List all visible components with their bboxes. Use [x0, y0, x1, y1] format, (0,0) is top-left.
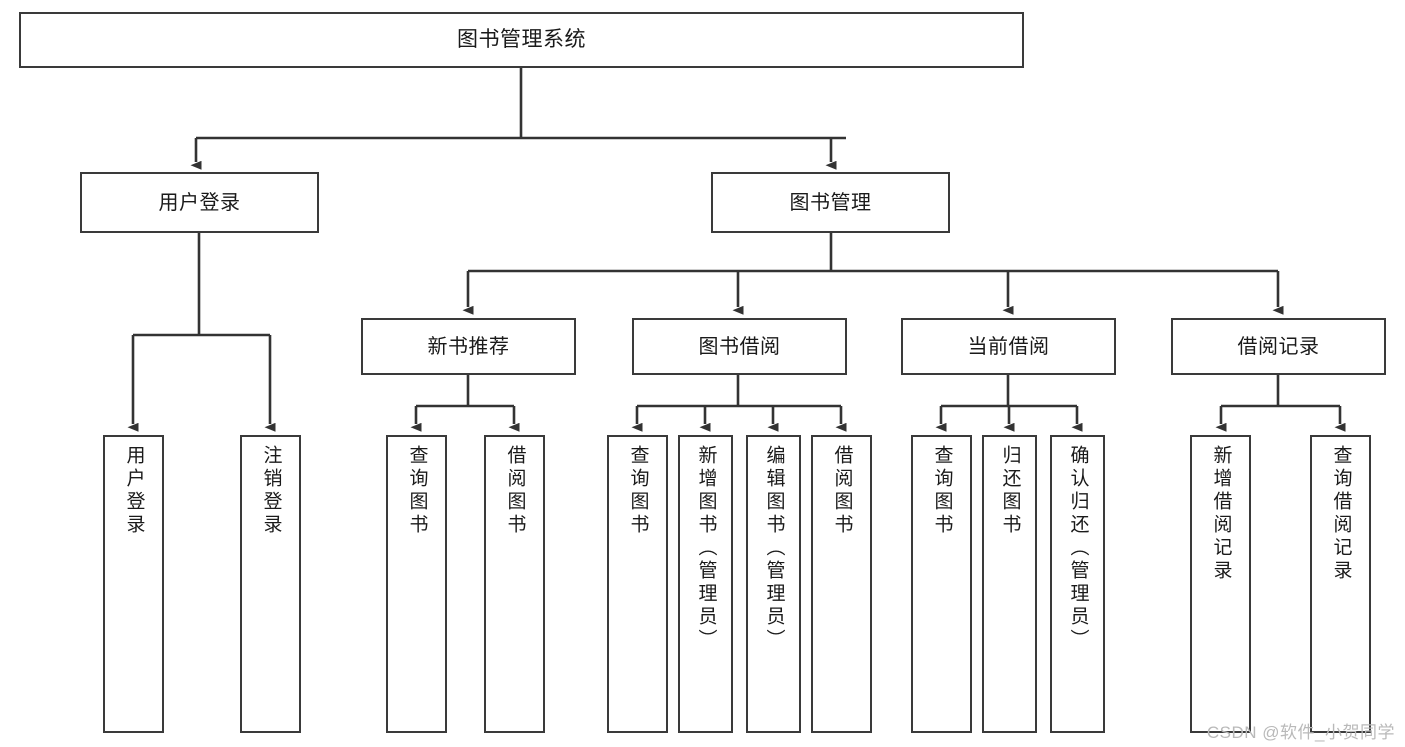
- leaf-borrow-record-add-label: 新增借阅记录: [1210, 445, 1232, 583]
- leaf-borrow-record-add[interactable]: 新增借阅记录: [1190, 435, 1251, 733]
- leaf-new-book-query-label: 查询图书: [406, 445, 428, 537]
- leaf-book-borrow-edit[interactable]: 编辑图书（管理员）: [746, 435, 801, 733]
- node-borrow-record[interactable]: 借阅记录: [1171, 318, 1386, 375]
- node-new-book-recommend-label: 新书推荐: [427, 335, 510, 358]
- leaf-book-borrow-borrow[interactable]: 借阅图书: [811, 435, 872, 733]
- node-user-login-label: 用户登录: [158, 191, 241, 214]
- leaf-book-borrow-edit-label: 编辑图书（管理员）: [763, 445, 785, 652]
- node-book-management[interactable]: 图书管理: [711, 172, 950, 233]
- leaf-book-borrow-query[interactable]: 查询图书: [607, 435, 668, 733]
- leaf-book-borrow-add[interactable]: 新增图书（管理员）: [678, 435, 733, 733]
- node-user-login[interactable]: 用户登录: [80, 172, 319, 233]
- node-book-borrow-label: 图书借阅: [698, 335, 781, 358]
- leaf-current-borrow-confirm-label: 确认归还（管理员）: [1067, 445, 1089, 652]
- leaf-book-borrow-borrow-label: 借阅图书: [831, 445, 853, 537]
- leaf-current-borrow-query-label: 查询图书: [931, 445, 953, 537]
- csdn-watermark: CSDN @软件_小贺同学: [1206, 723, 1395, 742]
- node-book-management-label: 图书管理: [789, 191, 872, 214]
- leaf-new-book-query[interactable]: 查询图书: [386, 435, 447, 733]
- leaf-borrow-record-query-label: 查询借阅记录: [1330, 445, 1352, 583]
- leaf-current-borrow-query[interactable]: 查询图书: [911, 435, 972, 733]
- node-root-label: 图书管理系统: [457, 28, 586, 52]
- leaf-book-borrow-query-label: 查询图书: [627, 445, 649, 537]
- leaf-user-login-logout[interactable]: 注销登录: [240, 435, 301, 733]
- node-current-borrow-label: 当前借阅: [967, 335, 1050, 358]
- node-root[interactable]: 图书管理系统: [19, 12, 1024, 68]
- leaf-current-borrow-return-label: 归还图书: [999, 445, 1021, 537]
- leaf-new-book-borrow-label: 借阅图书: [504, 445, 526, 537]
- node-book-borrow[interactable]: 图书借阅: [632, 318, 847, 375]
- leaf-user-login-logout-label: 注销登录: [260, 445, 282, 537]
- leaf-current-borrow-return[interactable]: 归还图书: [982, 435, 1037, 733]
- leaf-new-book-borrow[interactable]: 借阅图书: [484, 435, 545, 733]
- leaf-user-login-login[interactable]: 用户登录: [103, 435, 164, 733]
- node-borrow-record-label: 借阅记录: [1237, 335, 1320, 358]
- leaf-borrow-record-query[interactable]: 查询借阅记录: [1310, 435, 1371, 733]
- node-new-book-recommend[interactable]: 新书推荐: [361, 318, 576, 375]
- leaf-book-borrow-add-label: 新增图书（管理员）: [695, 445, 717, 652]
- leaf-current-borrow-confirm[interactable]: 确认归还（管理员）: [1050, 435, 1105, 733]
- node-current-borrow[interactable]: 当前借阅: [901, 318, 1116, 375]
- leaf-user-login-login-label: 用户登录: [123, 445, 145, 537]
